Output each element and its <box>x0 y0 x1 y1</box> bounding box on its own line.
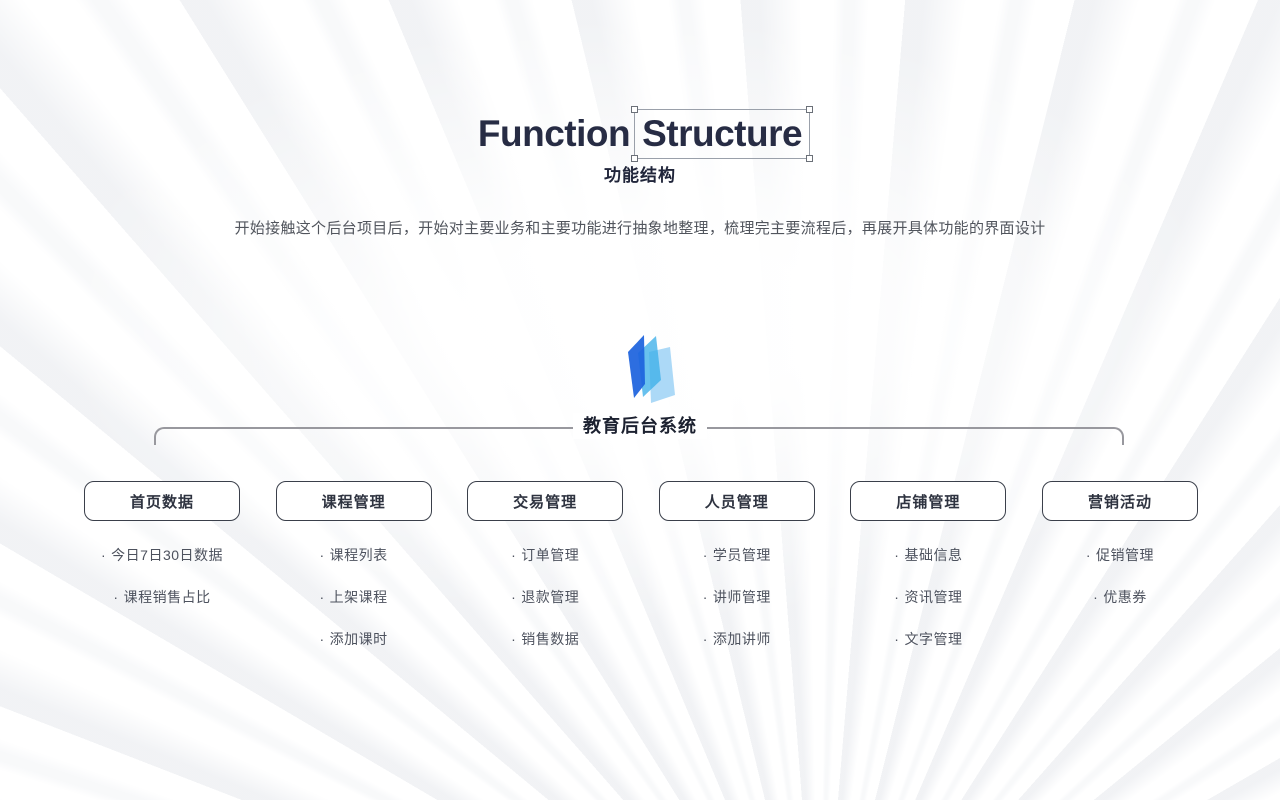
branch-item: ·文字管理 <box>850 629 1006 649</box>
root-node-label: 教育后台系统 <box>573 413 707 439</box>
branch-item-label: 学员管理 <box>712 547 771 563</box>
bullet-dot: · <box>1085 547 1092 563</box>
branch-box: 交易管理 <box>467 481 624 521</box>
branch-item: ·退款管理 <box>467 587 623 607</box>
bullet-dot: · <box>511 631 517 647</box>
bullet-dot: · <box>319 631 325 647</box>
bullet-dot: · <box>511 589 517 605</box>
branch-item: ·销售数据 <box>467 629 623 649</box>
branch-item-label: 讲师管理 <box>712 589 771 605</box>
branch-item-label: 退款管理 <box>521 589 580 605</box>
title-word-structure: Structure <box>642 113 803 154</box>
branch-label: 店铺管理 <box>896 493 961 511</box>
branch-item-label: 今日7日30日数据 <box>111 547 224 563</box>
branch-item-list: ·学员管理·讲师管理·添加讲师 <box>659 545 815 649</box>
branch-item-list: ·今日7日30日数据·课程销售占比 <box>84 545 240 607</box>
branch-item-label: 促销管理 <box>1096 547 1155 563</box>
bullet-dot: · <box>319 547 325 563</box>
branch-item: ·添加课时 <box>276 629 432 649</box>
branch-item-label: 添加课时 <box>329 631 388 647</box>
branch-item: ·优惠券 <box>1042 587 1198 607</box>
page-title: Function Structure <box>0 106 1280 162</box>
branch-label: 课程管理 <box>321 493 386 511</box>
branch-item: ·订单管理 <box>467 545 623 565</box>
branch-item-label: 文字管理 <box>904 631 963 647</box>
branch-item: ·讲师管理 <box>659 587 815 607</box>
branch-label: 首页数据 <box>129 493 194 511</box>
branch-item-label: 优惠券 <box>1103 589 1147 605</box>
branch-column: 人员管理·学员管理·讲师管理·添加讲师 <box>658 481 815 649</box>
bullet-dot: · <box>100 547 107 563</box>
branch-column: 交易管理·订单管理·退款管理·销售数据 <box>467 481 624 649</box>
branch-box: 首页数据 <box>84 481 240 521</box>
root-node-row: 教育后台系统 <box>0 413 1280 439</box>
branch-item: ·今日7日30日数据 <box>84 545 240 565</box>
branch-column: 营销活动·促销管理·优惠券 <box>1041 481 1198 649</box>
branch-label: 营销活动 <box>1087 493 1152 511</box>
branch-item-list: ·课程列表·上架课程·添加课时 <box>276 545 432 649</box>
branch-item: ·课程销售占比 <box>84 587 240 607</box>
branch-box: 课程管理 <box>275 481 432 521</box>
bullet-dot: · <box>894 547 900 563</box>
branch-item: ·资讯管理 <box>850 587 1006 607</box>
branch-item-list: ·促销管理·优惠券 <box>1042 545 1198 607</box>
book-pages-icon <box>628 335 675 403</box>
branch-item-label: 添加讲师 <box>712 631 771 647</box>
branch-label: 交易管理 <box>513 493 578 511</box>
bullet-dot: · <box>894 589 900 605</box>
branch-box: 店铺管理 <box>850 481 1007 521</box>
branch-column: 首页数据·今日7日30日数据·课程销售占比 <box>84 481 240 649</box>
branch-item-label: 课程销售占比 <box>123 589 211 605</box>
bullet-dot: · <box>702 589 708 605</box>
bullet-dot: · <box>113 589 119 605</box>
branch-item-label: 上架课程 <box>329 589 388 605</box>
selection-handle-top-right <box>806 106 814 113</box>
branch-item: ·促销管理 <box>1042 545 1198 565</box>
branch-item-label: 销售数据 <box>521 631 580 647</box>
branch-item: ·基础信息 <box>850 545 1006 565</box>
branch-item: ·学员管理 <box>659 545 815 565</box>
branch-item: ·课程列表 <box>276 545 432 565</box>
branch-column: 店铺管理·基础信息·资讯管理·文字管理 <box>850 481 1007 649</box>
branch-column: 课程管理·课程列表·上架课程·添加课时 <box>275 481 432 649</box>
bullet-dot: · <box>319 589 325 605</box>
bullet-dot: · <box>702 547 708 563</box>
bullet-dot: · <box>702 631 708 647</box>
branch-box: 营销活动 <box>1041 481 1198 521</box>
bullet-dot: · <box>1093 589 1099 605</box>
branch-box: 人员管理 <box>658 481 815 521</box>
branches-row: 首页数据·今日7日30日数据·课程销售占比课程管理·课程列表·上架课程·添加课时… <box>84 481 1198 649</box>
bullet-dot: · <box>511 547 517 563</box>
branch-item-label: 资讯管理 <box>904 589 963 605</box>
selected-text-wrap: Structure <box>631 106 814 162</box>
page-subtitle: 功能结构 <box>604 166 676 185</box>
bullet-dot: · <box>894 631 900 647</box>
branch-item-list: ·基础信息·资讯管理·文字管理 <box>850 545 1006 649</box>
branch-item-label: 基础信息 <box>904 547 963 563</box>
title-word-function: Function <box>477 113 631 154</box>
branch-item: ·添加讲师 <box>659 629 815 649</box>
branch-item-list: ·订单管理·退款管理·销售数据 <box>467 545 623 649</box>
branch-label: 人员管理 <box>704 493 769 511</box>
description-text: 开始接触这个后台项目后，开始对主要业务和主要功能进行抽象地整理，梳理完主要流程后… <box>234 220 1046 237</box>
branch-item-label: 课程列表 <box>329 547 388 563</box>
branch-item-label: 订单管理 <box>521 547 580 563</box>
selection-handle-top-left <box>631 106 639 113</box>
branch-item: ·上架课程 <box>276 587 432 607</box>
